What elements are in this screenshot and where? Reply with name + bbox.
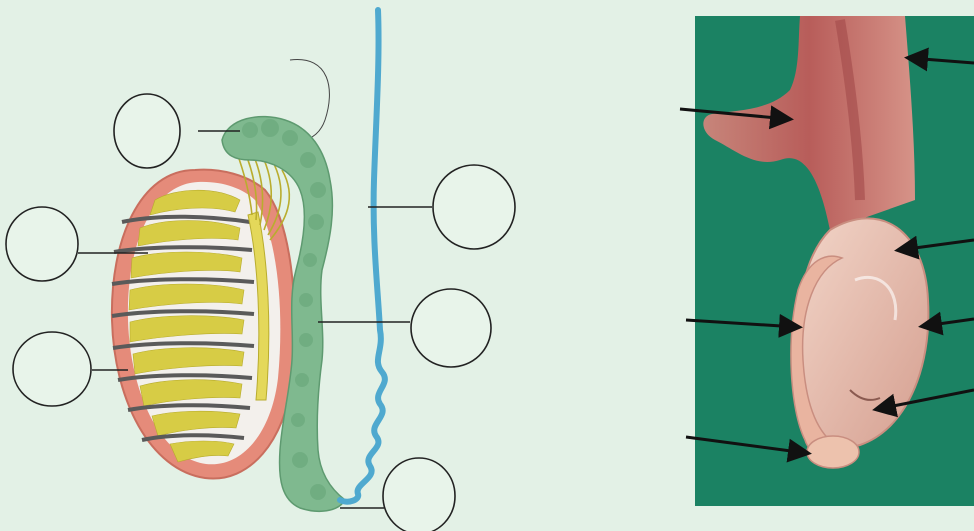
label-circle-tail	[383, 458, 455, 531]
tail-specimen	[807, 436, 859, 468]
label-circle-ductus	[433, 165, 515, 249]
ductus-deferens	[340, 10, 385, 502]
specimen-photo	[680, 16, 974, 506]
label-circle-epididymis-body	[411, 289, 491, 367]
label-circle-head-epididymis	[114, 94, 180, 168]
label-circle-lobule	[6, 207, 78, 281]
testis-schematic	[6, 10, 515, 531]
label-circle-tunica	[13, 332, 91, 406]
